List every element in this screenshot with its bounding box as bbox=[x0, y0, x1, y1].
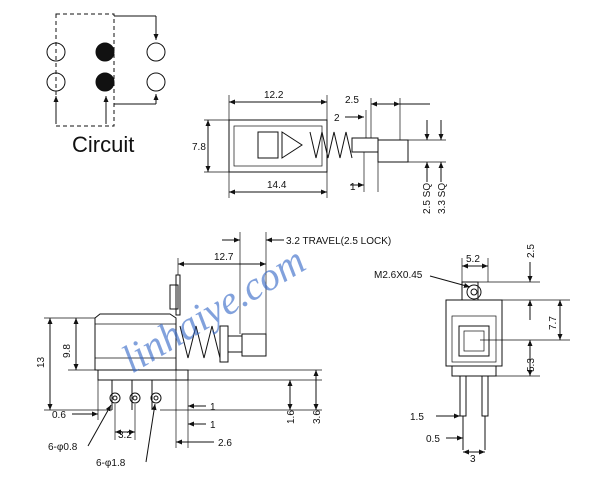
front-pin bbox=[481, 375, 489, 417]
circuit-label: Circuit bbox=[72, 132, 134, 157]
dim-3-3-sq: 3.3 SQ bbox=[437, 183, 448, 214]
front-button-inner bbox=[463, 330, 485, 352]
top-triangle bbox=[281, 131, 303, 159]
top-body-inner bbox=[233, 125, 323, 167]
dim-12-7: 12.7 bbox=[214, 252, 234, 263]
leader-line bbox=[145, 403, 157, 463]
circuit-symbol: Circuit bbox=[46, 13, 166, 157]
hole-1-8: 6-φ1.8 bbox=[96, 458, 126, 469]
top-spring bbox=[309, 131, 353, 159]
dim-5-2: 5.2 bbox=[466, 254, 480, 265]
front-base bbox=[451, 365, 497, 377]
pin-hole-inner bbox=[153, 395, 159, 401]
front-pin bbox=[459, 375, 467, 417]
dim-5-3: 5.3 bbox=[526, 358, 537, 372]
dim-2-5-front: 2.5 bbox=[526, 244, 537, 258]
side-spring bbox=[179, 325, 221, 359]
side-base bbox=[97, 369, 189, 381]
dim-12-2: 12.2 bbox=[264, 90, 284, 101]
pin-hole-inner bbox=[132, 395, 138, 401]
side-shaft bbox=[227, 335, 243, 353]
dim-1-6: 1.6 bbox=[286, 410, 297, 424]
dim-3: 3 bbox=[470, 454, 476, 465]
dim-3-6: 3.6 bbox=[312, 410, 323, 424]
front-view: 5.2 2.5 M2.6X0.45 7.7 5.3 1.5 0.5 3 bbox=[374, 244, 570, 465]
pin-hole-inner bbox=[112, 395, 118, 401]
dim-14-4: 14.4 bbox=[267, 180, 287, 191]
front-body-inner bbox=[451, 315, 497, 363]
screw-hole bbox=[466, 284, 482, 300]
terminal-circle bbox=[46, 72, 66, 92]
side-flange bbox=[219, 325, 229, 363]
terminal-common bbox=[95, 72, 115, 92]
front-button bbox=[458, 325, 490, 357]
travel-label: 3.2 TRAVEL(2.5 LOCK) bbox=[286, 236, 391, 247]
dim-1: 1 bbox=[350, 182, 356, 193]
side-view: 3.2 TRAVEL(2.5 LOCK) 12.7 13 9.8 0.6 6-φ… bbox=[36, 232, 391, 469]
dim-1a: 1 bbox=[210, 402, 216, 413]
side-button bbox=[241, 333, 267, 357]
side-post-tab bbox=[169, 284, 179, 310]
dim-2-6: 2.6 bbox=[218, 438, 232, 449]
dim-7-8: 7.8 bbox=[192, 142, 206, 153]
top-body bbox=[228, 119, 328, 173]
terminal-circle bbox=[146, 72, 166, 92]
hole-0-8: 6-φ0.8 bbox=[48, 442, 78, 453]
terminal-circle bbox=[46, 42, 66, 62]
dim-1b: 1 bbox=[210, 420, 216, 431]
dim-3-2: 3.2 bbox=[118, 430, 132, 441]
top-slider bbox=[257, 131, 279, 159]
dim-2-5-sq: 2.5 SQ bbox=[422, 183, 433, 214]
pin-hole bbox=[150, 392, 162, 404]
top-shaft bbox=[351, 137, 379, 153]
top-button bbox=[377, 139, 409, 163]
screw-label: M2.6X0.45 bbox=[374, 270, 423, 281]
terminal-circle bbox=[146, 42, 166, 62]
leader-line bbox=[87, 404, 112, 447]
circuit-dashed-box bbox=[55, 13, 115, 127]
pin-hole bbox=[129, 392, 141, 404]
dim-7-7: 7.7 bbox=[548, 316, 559, 330]
front-mount-tab bbox=[461, 281, 479, 300]
terminal-common bbox=[95, 42, 115, 62]
dim-0-5: 0.5 bbox=[426, 434, 440, 445]
pin-hole bbox=[109, 392, 121, 404]
dim-9-8: 9.8 bbox=[62, 344, 73, 358]
leader-line bbox=[429, 275, 471, 288]
screw-hole-inner bbox=[470, 288, 478, 296]
dim-0-6: 0.6 bbox=[52, 410, 66, 421]
dim-2-5: 2.5 bbox=[345, 95, 359, 106]
side-pins bbox=[111, 380, 153, 410]
top-view: 12.2 2.5 2 7.8 14.4 1 2.5 SQ 3.3 SQ bbox=[192, 90, 448, 214]
dim-2: 2 bbox=[334, 113, 340, 124]
dim-13: 13 bbox=[36, 356, 47, 368]
dim-1-5: 1.5 bbox=[410, 412, 424, 423]
